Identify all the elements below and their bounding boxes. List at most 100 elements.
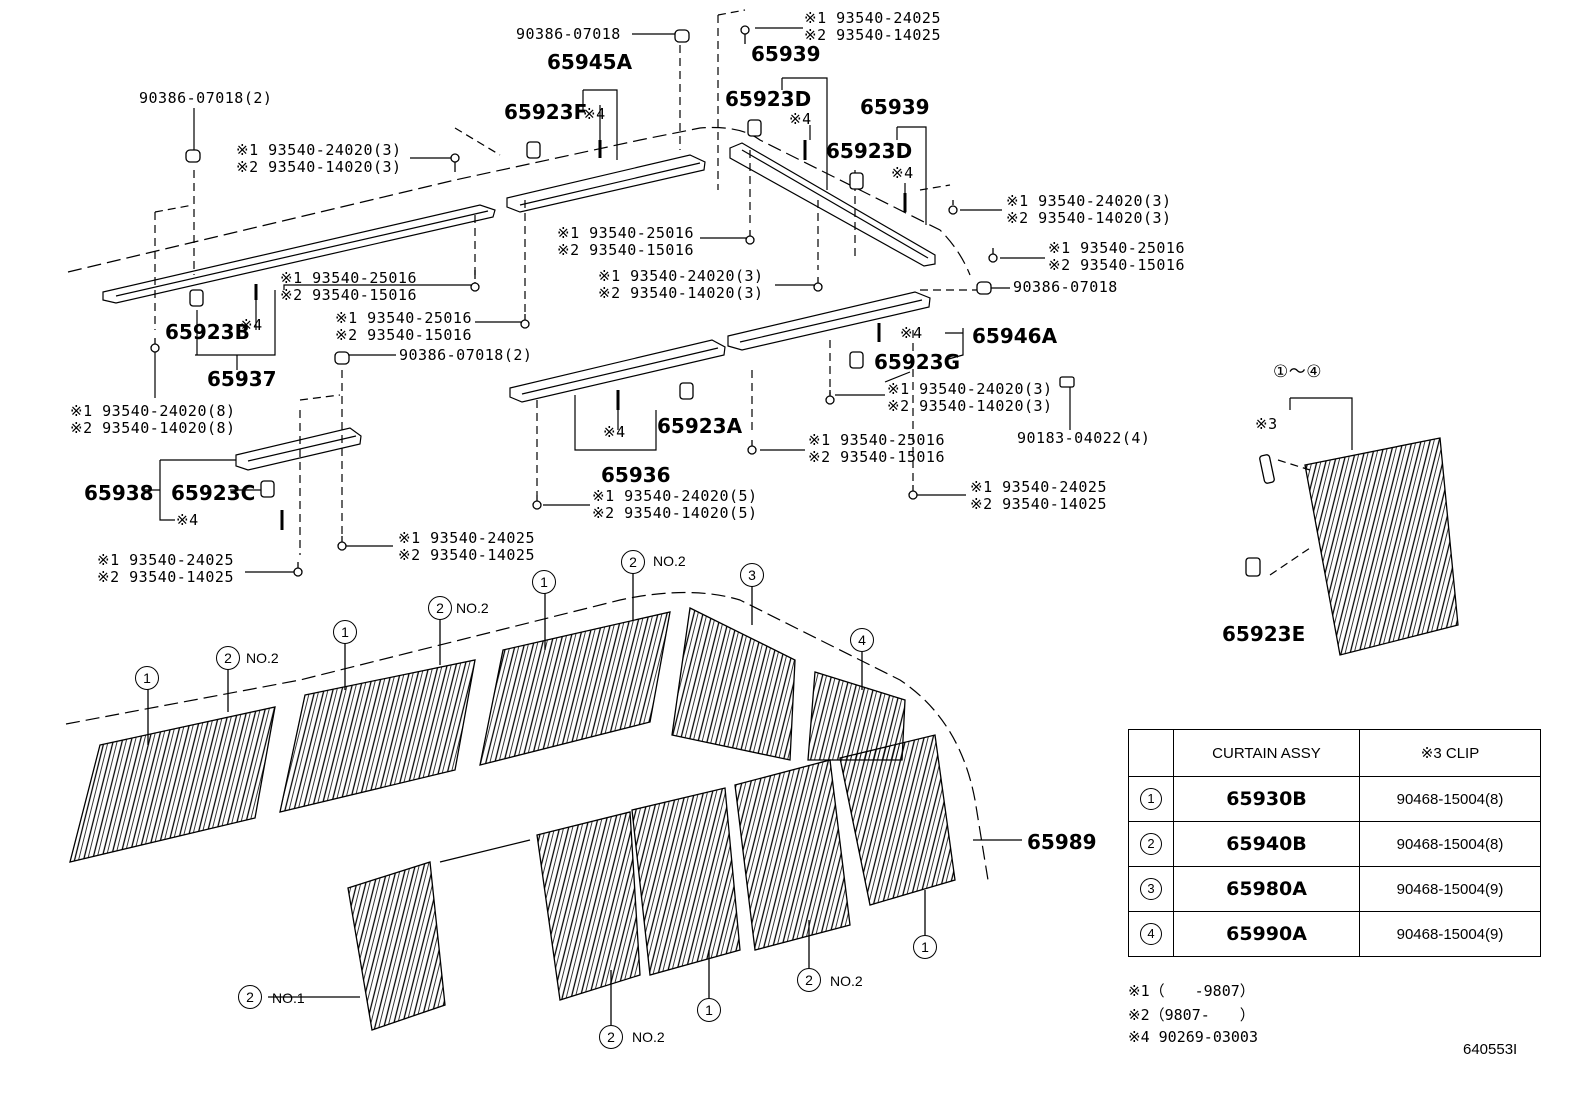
- legend-note1: ※1（ -9807）: [1128, 982, 1255, 1000]
- row-symbol: 2: [1128, 821, 1174, 867]
- table-row: 1 65930B 90468-15004(8): [1128, 776, 1541, 822]
- tag-no2: NO.2: [830, 973, 863, 989]
- label-65923D-a: 65923D: [725, 87, 812, 111]
- label-24020-3-a1: ※1 93540-24020(3): [236, 141, 402, 159]
- label-90183: 90183-04022(4): [1017, 429, 1151, 447]
- callout-2: 2: [238, 985, 262, 1009]
- table-header-clip: ※3 CLIP: [1359, 729, 1541, 777]
- callout-2: 2: [428, 596, 452, 620]
- callout-2: 2: [216, 646, 240, 670]
- label-l-25016-1: ※1 93540-25016: [280, 269, 417, 287]
- label-note4-e: ※4: [900, 324, 923, 342]
- rail-65937: [102, 204, 496, 304]
- callout-1: 1: [913, 935, 937, 959]
- callout-1: 1: [697, 998, 721, 1022]
- label-m-25016-2: ※2 93540-15016: [557, 241, 694, 259]
- label-65989: 65989: [1027, 830, 1097, 854]
- label-b-24020-5-1: ※1 93540-24020(5): [592, 487, 758, 505]
- label-note4-a: ※4: [583, 105, 606, 123]
- table-row: 4 65990A 90468-15004(9): [1128, 911, 1541, 957]
- row-part: 65940B: [1173, 821, 1360, 867]
- tag-no2: NO.2: [632, 1029, 665, 1045]
- label-r-24020-3-1: ※1 93540-24020(3): [1006, 192, 1172, 210]
- label-note4-g: ※4: [176, 511, 199, 529]
- label-c-25016-1: ※1 93540-25016: [335, 309, 472, 327]
- table-header-curtain: CURTAIN ASSY: [1173, 729, 1360, 777]
- label-note3: ※3: [1255, 415, 1278, 433]
- label-r-24020-3-2: ※2 93540-14020(3): [1006, 209, 1172, 227]
- row-clip: 90468-15004(8): [1359, 821, 1541, 867]
- callout-1: 1: [333, 620, 357, 644]
- row-part: 65990A: [1173, 911, 1360, 957]
- rail-65939: [729, 142, 936, 267]
- label-l-24025-1: ※1 93540-24025: [97, 551, 234, 569]
- label-65923G: 65923G: [874, 350, 960, 374]
- row-clip: 90468-15004(8): [1359, 776, 1541, 822]
- label-note4-b: ※4: [789, 110, 812, 128]
- tag-no2: NO.2: [456, 600, 489, 616]
- rail-65946A: [727, 291, 931, 351]
- label-note4-c: ※4: [891, 164, 914, 182]
- label-65939-a: 65939: [751, 42, 821, 66]
- label-90386-07018-top: 90386-07018: [516, 25, 621, 43]
- row-clip: 90468-15004(9): [1359, 911, 1541, 957]
- label-rb-25016-1: ※1 93540-25016: [808, 431, 945, 449]
- label-65945A: 65945A: [547, 50, 633, 74]
- label-rb-24025-1: ※1 93540-24025: [970, 478, 1107, 496]
- callout-3: 3: [740, 563, 764, 587]
- tag-no2: NO.2: [653, 553, 686, 569]
- label-l-24025-2: ※2 93540-14025: [97, 568, 234, 586]
- label-r-90386: 90386-07018: [1013, 278, 1118, 296]
- table-header-row: CURTAIN ASSY ※3 CLIP: [1128, 729, 1541, 777]
- label-l-25016-2: ※2 93540-15016: [280, 286, 417, 304]
- tag-no1: NO.1: [272, 990, 305, 1006]
- callout-4: 4: [850, 628, 874, 652]
- label-c-25016-2: ※2 93540-15016: [335, 326, 472, 344]
- label-l-24020-8-2: ※2 93540-14020(8): [70, 419, 236, 437]
- label-65923D-b: 65923D: [826, 139, 913, 163]
- label-65936: 65936: [601, 463, 671, 487]
- label-m-24020-3-2: ※2 93540-14020(3): [598, 284, 764, 302]
- rail-65938: [235, 427, 362, 471]
- label-24020-3-a2: ※2 93540-14020(3): [236, 158, 402, 176]
- row-symbol: 4: [1128, 911, 1174, 957]
- label-c-24025-1: ※1 93540-24025: [398, 529, 535, 547]
- label-65923B: 65923B: [165, 320, 250, 344]
- label-65923A: 65923A: [657, 414, 743, 438]
- row-symbol: 1: [1128, 776, 1174, 822]
- rail-65945A: [506, 154, 706, 213]
- label-65938: 65938: [84, 481, 154, 505]
- rail-65936: [509, 339, 726, 403]
- label-65939-b: 65939: [860, 95, 930, 119]
- legend-note4: ※4 90269-03003: [1128, 1028, 1258, 1046]
- curtain-assy-table: CURTAIN ASSY ※3 CLIP 1 65930B 90468-1500…: [1128, 729, 1541, 957]
- callout-1: 1: [135, 666, 159, 690]
- label-65923F: 65923F: [504, 100, 588, 124]
- diagram-code: 640553I: [1463, 1041, 1518, 1058]
- label-r-25016-1: ※1 93540-25016: [1048, 239, 1185, 257]
- label-range-1-4: ①～④: [1273, 362, 1322, 382]
- label-r-25016-2: ※2 93540-15016: [1048, 256, 1185, 274]
- label-rc-24020-3-1: ※1 93540-24020(3): [887, 380, 1053, 398]
- label-90386-07018-2-c: 90386-07018(2): [399, 346, 533, 364]
- label-m-24020-3-1: ※1 93540-24020(3): [598, 267, 764, 285]
- callout-2: 2: [621, 550, 645, 574]
- label-note4-d: ※4: [240, 316, 263, 334]
- label-top-right-1: ※1 93540-24025: [804, 9, 941, 27]
- label-rb-24025-2: ※2 93540-14025: [970, 495, 1107, 513]
- label-65923E: 65923E: [1222, 622, 1306, 646]
- tag-no2: NO.2: [246, 650, 279, 666]
- label-m-25016-1: ※1 93540-25016: [557, 224, 694, 242]
- label-rc-24020-3-2: ※2 93540-14020(3): [887, 397, 1053, 415]
- table-row: 2 65940B 90468-15004(8): [1128, 821, 1541, 867]
- label-c-24025-2: ※2 93540-14025: [398, 546, 535, 564]
- label-rb-25016-2: ※2 93540-15016: [808, 448, 945, 466]
- label-top-right-2: ※2 93540-14025: [804, 26, 941, 44]
- table-header-blank: [1128, 729, 1174, 777]
- legend-note2: ※2（9807- ）: [1128, 1006, 1255, 1024]
- row-part: 65980A: [1173, 866, 1360, 912]
- label-b-24020-5-2: ※2 93540-14020(5): [592, 504, 758, 522]
- row-symbol: 3: [1128, 866, 1174, 912]
- label-l-24020-8-1: ※1 93540-24020(8): [70, 402, 236, 420]
